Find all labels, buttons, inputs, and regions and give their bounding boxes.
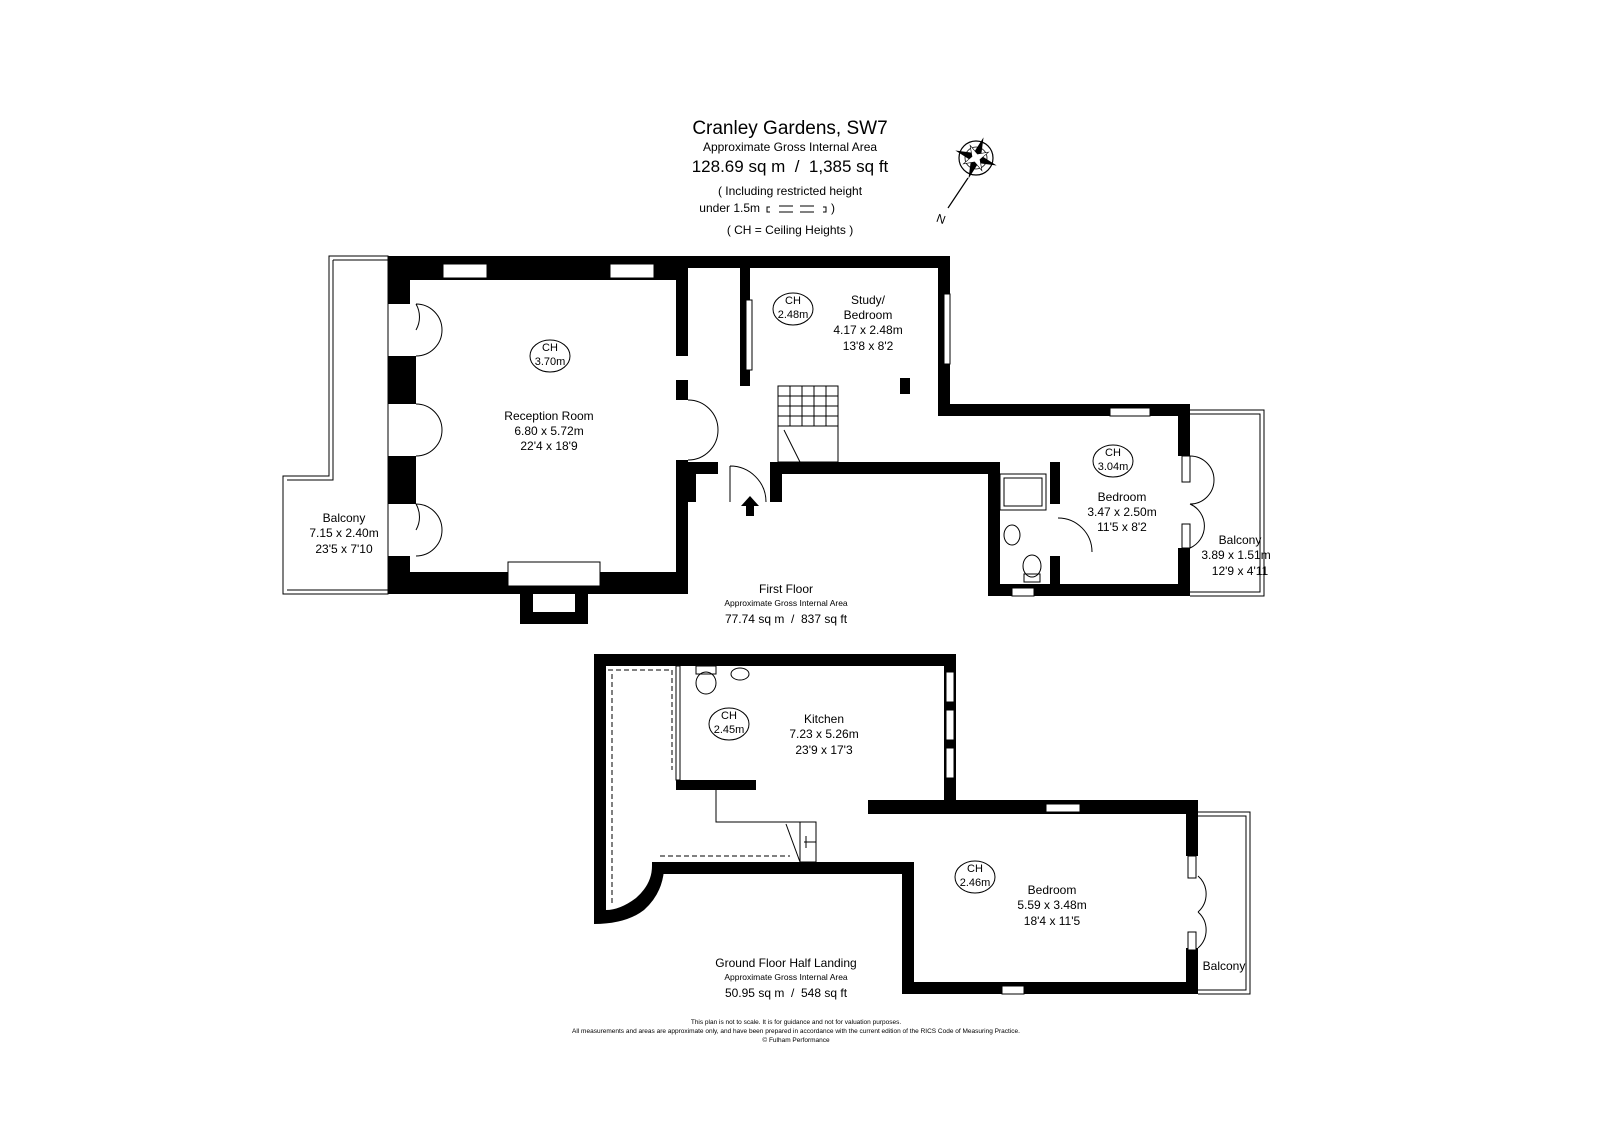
- restricted-note-line2: under 1.5m: [699, 201, 760, 215]
- room-study: CH 2.48m Study/ Bedroom 4.17 x 2.48m 13'…: [772, 292, 903, 353]
- study-ch-value: 2.48m: [778, 309, 809, 321]
- reception-name: Reception Room: [504, 409, 593, 423]
- bedroom2-metric: 5.59 x 3.48m: [1017, 898, 1086, 912]
- balcony-left-name: Balcony: [323, 511, 366, 525]
- ground-floor-area: 50.95 sq m / 548 sq ft: [725, 986, 848, 1000]
- bedroom2-imperial: 18'4 x 11'5: [1024, 914, 1081, 928]
- disclaimer-line2: All measurements and areas are approxima…: [572, 1028, 1020, 1035]
- total-area: 128.69 sq m / 1,385 sq ft: [692, 157, 889, 176]
- compass-north-label: N: [935, 211, 948, 227]
- room-balcony-left: Balcony 7.15 x 2.40m 23'5 x 7'10: [309, 511, 378, 556]
- reception-ch-value: 3.70m: [535, 356, 566, 368]
- reception-metric: 6.80 x 5.72m: [514, 424, 583, 438]
- bedroom1-metric: 3.47 x 2.50m: [1087, 505, 1156, 519]
- ground-floor-area-caption: Approximate Gross Internal Area: [724, 972, 848, 982]
- reception-imperial: 22'4 x 18'9: [520, 439, 578, 453]
- bedroom1-ch-value: 3.04m: [1098, 461, 1129, 473]
- balcony-right-name: Balcony: [1219, 533, 1262, 547]
- room-balcony-right: Balcony 3.89 x 1.51m 12'9 x 4'11: [1201, 533, 1270, 578]
- total-area-caption: Approximate Gross Internal Area: [703, 140, 877, 154]
- room-kitchen: CH 2.45m Kitchen 7.23 x 5.26m 23'9 x 17'…: [708, 707, 859, 757]
- balcony-left-metric: 7.15 x 2.40m: [309, 526, 378, 540]
- restricted-height-legend-icon: [766, 205, 827, 213]
- study-name: Study/: [851, 293, 886, 307]
- ground-floor-plan: [594, 654, 1251, 995]
- reception-ch-label: CH: [542, 342, 558, 354]
- disclaimer-line1: This plan is not to scale. It is for gui…: [691, 1019, 901, 1026]
- kitchen-ch-label: CH: [721, 710, 737, 722]
- header: Cranley Gardens, SW7 Approximate Gross I…: [692, 118, 889, 237]
- first-floor-name: First Floor: [759, 582, 813, 596]
- first-floor-plan: [282, 255, 1265, 624]
- ground-floor-name: Ground Floor Half Landing: [715, 956, 856, 970]
- study-name-2: Bedroom: [844, 308, 893, 322]
- compass-rose-icon: N: [935, 137, 997, 227]
- kitchen-ch-value: 2.45m: [714, 724, 745, 736]
- bedroom1-name: Bedroom: [1098, 490, 1147, 504]
- balcony-right-metric: 3.89 x 1.51m: [1201, 548, 1270, 562]
- restricted-note-close: ): [831, 201, 835, 215]
- disclaimer-line3: © Fulham Performance: [762, 1036, 830, 1044]
- balcony-right-imperial: 12'9 x 4'11: [1212, 564, 1269, 578]
- property-title: Cranley Gardens, SW7: [692, 118, 887, 139]
- balcony-ground-name: Balcony: [1203, 959, 1246, 973]
- room-bedroom-ground: CH 2.46m Bedroom 5.59 x 3.48m 18'4 x 11'…: [954, 860, 1087, 928]
- restricted-note-line1: ( Including restricted height: [718, 184, 863, 198]
- staircase-icon: [777, 385, 839, 463]
- ceiling-heights-note: ( CH = Ceiling Heights ): [727, 223, 853, 237]
- bedroom1-imperial: 11'5 x 8'2: [1097, 520, 1147, 534]
- bedroom1-ch-label: CH: [1105, 447, 1121, 459]
- kitchen-metric: 7.23 x 5.26m: [789, 727, 858, 741]
- room-reception: CH 3.70m Reception Room 6.80 x 5.72m 22'…: [504, 339, 594, 453]
- first-floor-caption: First Floor Approximate Gross Internal A…: [724, 582, 848, 626]
- ground-floor-caption: Ground Floor Half Landing Approximate Gr…: [715, 956, 856, 1000]
- first-floor-area: 77.74 sq m / 837 sq ft: [725, 612, 848, 626]
- balcony-left-imperial: 23'5 x 7'10: [315, 542, 373, 556]
- ground-staircase-icon: [785, 823, 816, 863]
- bedroom2-ch-value: 2.46m: [960, 877, 991, 889]
- bedroom2-name: Bedroom: [1028, 883, 1077, 897]
- kitchen-imperial: 23'9 x 17'3: [795, 743, 853, 757]
- bedroom2-ch-label: CH: [967, 863, 983, 875]
- study-imperial: 13'8 x 8'2: [843, 339, 894, 353]
- first-floor-area-caption: Approximate Gross Internal Area: [724, 598, 848, 608]
- entrance-arrow-icon: [741, 496, 759, 516]
- study-metric: 4.17 x 2.48m: [833, 323, 902, 337]
- disclaimer: This plan is not to scale. It is for gui…: [572, 1019, 1020, 1044]
- room-balcony-ground: Balcony: [1203, 959, 1246, 973]
- room-bedroom-first: CH 3.04m Bedroom 3.47 x 2.50m 11'5 x 8'2: [1087, 444, 1157, 534]
- kitchen-name: Kitchen: [804, 712, 844, 726]
- study-ch-label: CH: [785, 295, 801, 307]
